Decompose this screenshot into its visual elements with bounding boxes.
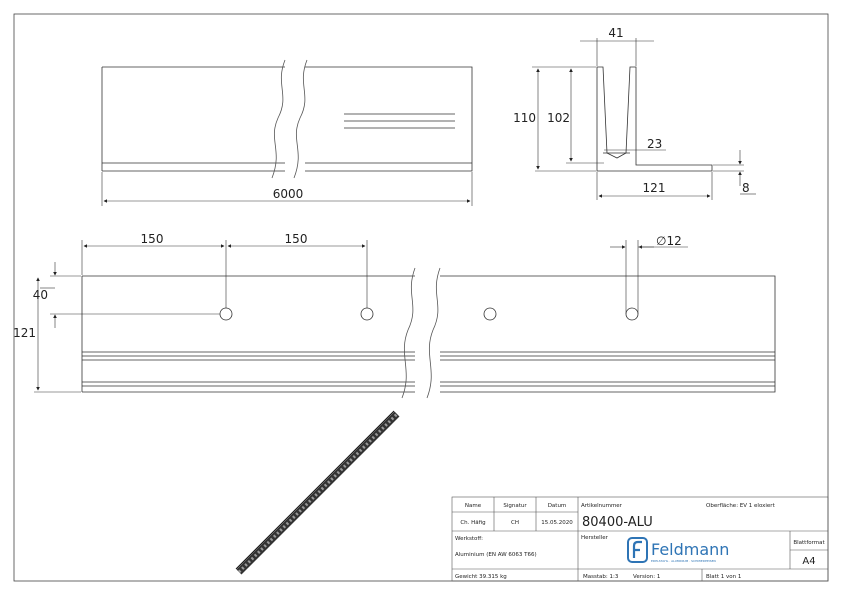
dimension-102: 102 <box>547 111 570 125</box>
title-format-label: Blattformat <box>793 540 825 546</box>
hole-3 <box>483 307 497 321</box>
dimension-40: 40 <box>33 288 48 302</box>
cross-section-dimensions <box>532 38 756 200</box>
title-article-label: Artikelnummer <box>581 503 623 509</box>
title-manufacturer-label: Hersteller <box>581 535 609 541</box>
title-signature-label: Signatur <box>503 503 527 509</box>
title-surface: Oberfläche: EV 1 eloxiert <box>706 503 776 509</box>
feldmann-logo-mark <box>627 537 648 563</box>
cross-section <box>596 66 713 172</box>
title-date-value: 15.05.2020 <box>541 520 573 526</box>
hole-1 <box>219 307 233 321</box>
holes <box>219 307 639 321</box>
title-sheet: Blatt 1 von 1 <box>706 574 741 580</box>
title-version: Version: 1 <box>633 574 660 580</box>
dimension-110: 110 <box>513 111 536 125</box>
title-scale: Masstab: 1:3 <box>583 574 619 580</box>
title-block <box>451 496 829 582</box>
title-name-value: Ch. Häfig <box>460 520 485 526</box>
feldmann-tagline: EDELSTAHL · ALUMINIUM · SCHMIEDEEISEN <box>651 559 716 563</box>
dimension-8: 8 <box>742 181 750 195</box>
title-weight: Gewicht 39.315 kg <box>455 574 507 580</box>
dimension-121-side: 121 <box>13 326 36 340</box>
dimension-hole-diameter: ∅12 <box>656 234 682 248</box>
dimension-23: 23 <box>647 137 662 151</box>
title-material-value: Aluminium (EN AW 6063 T66) <box>455 552 537 558</box>
iso-view <box>235 410 400 575</box>
dimension-spacing-2: 150 <box>285 232 308 246</box>
dimension-121-top: 121 <box>643 181 666 195</box>
dimension-41: 41 <box>608 26 623 40</box>
hole-2 <box>360 307 374 321</box>
title-name-label: Name <box>465 503 482 509</box>
feldmann-logo-f-glyph <box>632 540 642 558</box>
title-signature-value: CH <box>511 520 519 526</box>
dimension-spacing-1: 150 <box>141 232 164 246</box>
feldmann-logo: Feldmann EDELSTAHL · ALUMINIUM · SCHMIED… <box>627 537 729 563</box>
top-view <box>101 59 473 179</box>
hole-4 <box>625 307 639 321</box>
sheet-frame <box>13 13 829 582</box>
title-material-label: Werkstoff: <box>455 536 483 542</box>
title-format-value: A4 <box>802 556 815 567</box>
title-article-number: 80400-ALU <box>582 515 653 530</box>
front-view-dimensions <box>34 240 688 393</box>
dimension-length-label: 6000 <box>273 187 304 201</box>
front-view <box>81 267 776 399</box>
title-date-label: Datum <box>548 503 567 509</box>
feldmann-brand-name: Feldmann <box>651 540 729 559</box>
dimension-length <box>101 172 473 206</box>
